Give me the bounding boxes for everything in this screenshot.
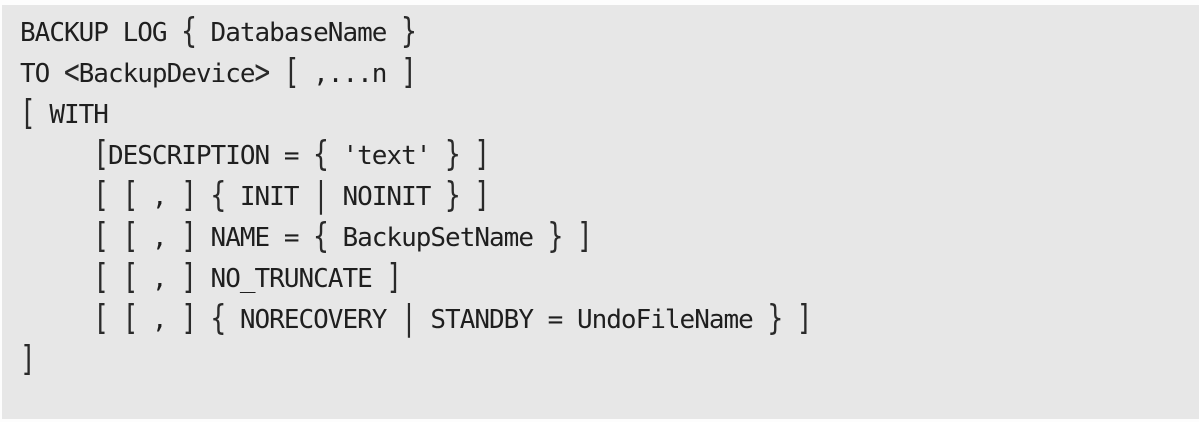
code-line-closing-bracket: ] [20, 339, 36, 380]
code-line-norecovery-standby: [ [ , ] { NORECOVERY | STANDBY = UndoFil… [93, 298, 812, 339]
code-line-with: [ WITH [20, 93, 109, 134]
code-line-backup-log: BACKUP LOG { DatabaseName } [20, 11, 417, 52]
code-line-no-truncate: [ [ , ] NO_TRUNCATE ] [93, 257, 402, 298]
code-line-to-backupdevice: TO <BackupDevice> [ ,...n ] [20, 52, 417, 93]
code-line-name: [ [ , ] NAME = { BackupSetName } ] [93, 216, 592, 257]
sql-syntax-code-block: BACKUP LOG { DatabaseName } TO <BackupDe… [2, 5, 1199, 419]
code-line-description: [DESCRIPTION = { 'text' } ] [93, 134, 490, 175]
code-line-init-noinit: [ [ , ] { INIT | NOINIT } ] [93, 175, 490, 216]
